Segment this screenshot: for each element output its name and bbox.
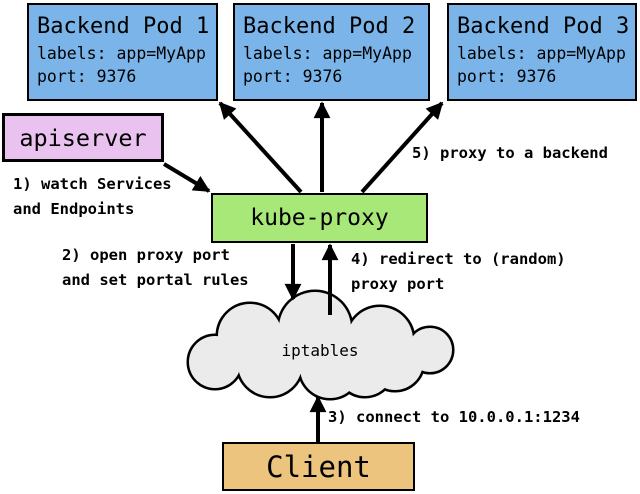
- backend-pod-2-box: Backend Pod 2 labels: app=MyApp port: 93…: [233, 3, 430, 101]
- step-3-label: 3) connect to 10.0.0.1:1234: [328, 405, 580, 430]
- arrow-layer: [162, 101, 444, 442]
- step-2-label: 2) open proxy port and set portal rules: [62, 243, 249, 293]
- pod-2-port: port: 9376: [243, 67, 343, 86]
- client-label: Client: [266, 449, 371, 484]
- step-1-line-2: and Endpoints: [13, 200, 135, 218]
- step-4-label: 4) redirect to (random) proxy port: [351, 247, 566, 297]
- apiserver-label: apiserver: [19, 123, 147, 152]
- kube-proxy-label: kube-proxy: [250, 205, 389, 231]
- step-5-line-1: 5) proxy to a backend: [412, 144, 608, 162]
- arrow-kube-proxy-to-pod3: [360, 101, 444, 194]
- step-4-line-1: 4) redirect to (random): [351, 250, 566, 268]
- step-1-line-1: 1) watch Services: [13, 175, 172, 193]
- pod-2-title: Backend Pod 2: [243, 14, 416, 39]
- kube-proxy-box: kube-proxy: [211, 193, 428, 243]
- step-4-line-2: proxy port: [351, 275, 445, 293]
- step-5-label: 5) proxy to a backend: [412, 141, 608, 166]
- step-2-line-2: and set portal rules: [62, 271, 249, 289]
- step-1-label: 1) watch Services and Endpoints: [13, 172, 172, 222]
- backend-pod-1-box: Backend Pod 1 labels: app=MyApp port: 93…: [27, 3, 218, 101]
- pod-1-port: port: 9376: [37, 67, 137, 86]
- arrow-kube-proxy-to-pod1: [218, 101, 303, 194]
- arrow-apiserver-to-kube-proxy: [162, 162, 211, 193]
- backend-pod-3-box: Backend Pod 3 labels: app=MyApp port: 93…: [447, 3, 637, 101]
- pod-2-labels: labels: app=MyApp: [243, 44, 412, 63]
- apiserver-box: apiserver: [2, 113, 164, 162]
- pod-3-labels: labels: app=MyApp: [457, 44, 626, 63]
- pod-3-title: Backend Pod 3: [457, 14, 630, 39]
- pod-3-port: port: 9376: [457, 67, 557, 86]
- client-box: Client: [222, 442, 415, 491]
- step-3-line-1: 3) connect to 10.0.0.1:1234: [328, 408, 580, 426]
- step-2-line-1: 2) open proxy port: [62, 246, 230, 264]
- pod-1-labels: labels: app=MyApp: [37, 44, 206, 63]
- pod-1-title: Backend Pod 1: [37, 14, 210, 39]
- iptables-cloud: [186, 289, 455, 401]
- iptables-label: iptables: [281, 341, 359, 360]
